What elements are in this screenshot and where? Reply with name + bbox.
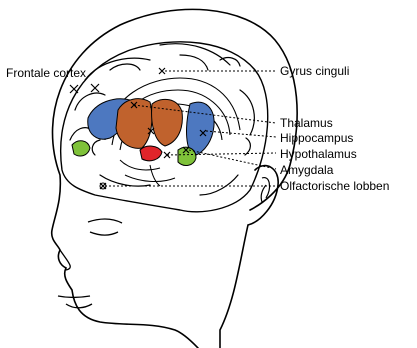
label-hypothalamus: Hypothalamus: [280, 148, 357, 161]
label-gyrus-cinguli: Gyrus cinguli: [280, 65, 349, 78]
label-thalamus: Thalamus: [280, 117, 333, 130]
thalamus-shape-right: [152, 99, 183, 146]
brainstem-strokes: [120, 160, 175, 186]
label-amygdala: Amygdala: [280, 164, 333, 177]
label-olfactory-bulb: Olfactorische lobben: [280, 180, 389, 193]
label-hippocampus: Hippocampus: [280, 132, 353, 145]
nose-mouth-outline: [58, 250, 92, 308]
amygdala-shape-right: [178, 147, 196, 165]
leader-hippocampus: [206, 131, 276, 137]
eye-outline: [88, 219, 122, 235]
amygdala-shape-left: [72, 141, 90, 156]
hypothalamus-shape: [140, 146, 162, 161]
label-frontal-cortex: Frontale cortex: [6, 67, 86, 80]
